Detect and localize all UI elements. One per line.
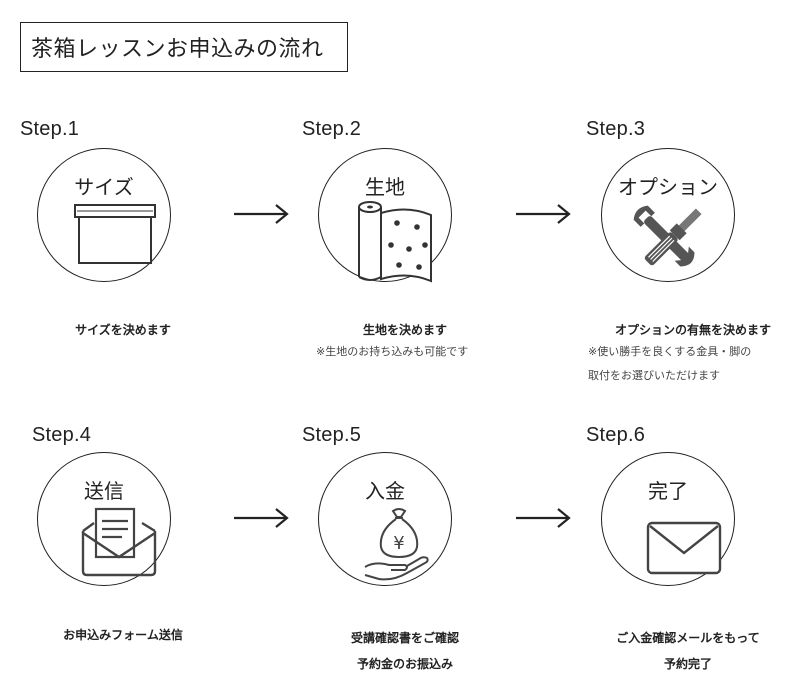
step-6-name: 完了 xyxy=(648,479,688,503)
arrow-right-icon xyxy=(234,204,289,224)
step-2-note: ※生地のお持ち込みも可能です xyxy=(316,345,469,358)
step-2-name: 生地 xyxy=(365,175,405,199)
step-3-label: Step.3 xyxy=(586,118,646,140)
step-5-caption-line-1: 受講確認書をご確認 xyxy=(350,631,459,645)
step-6-caption-line-2: 予約完了 xyxy=(663,657,712,671)
fabric-roll-icon xyxy=(358,201,432,283)
tools-icon xyxy=(633,205,702,267)
step-6-circle: 完了 xyxy=(601,452,735,586)
page-title-text: 茶箱レッスンお申込みの流れ xyxy=(31,37,324,62)
step-2-label: Step.2 xyxy=(302,118,362,140)
step-1-label: Step.1 xyxy=(20,118,80,140)
step-5-name: 入金 xyxy=(365,479,405,503)
money-bag-icon: ¥ xyxy=(364,508,429,581)
page-title: 茶箱レッスンお申込みの流れ xyxy=(20,22,348,72)
step-6-caption-line-1: ご入金確認メールをもって xyxy=(616,631,760,645)
envelope-letter-icon xyxy=(81,507,157,577)
step-4-circle: 送信 xyxy=(37,452,171,586)
step-1-name: サイズ xyxy=(74,175,134,199)
step-2-circle: 生地 xyxy=(318,148,452,283)
step-3-caption: オプションの有無を決めます xyxy=(614,323,771,337)
svg-text:¥: ¥ xyxy=(393,533,404,554)
step-1-caption: サイズを決めます xyxy=(75,323,171,337)
step-3-note-line-2: 取付をお選びいただけます xyxy=(588,369,720,382)
step-4-label: Step.4 xyxy=(32,424,92,446)
arrow-right-icon xyxy=(234,508,289,528)
step-3-circle: オプション xyxy=(601,148,735,282)
step-3-name: オプション xyxy=(618,175,718,199)
step-5-caption-line-2: 予約金のお振込み xyxy=(356,657,453,671)
step-1-circle: サイズ xyxy=(37,148,171,282)
step-4-name: 送信 xyxy=(84,479,124,503)
step-4-caption: お申込みフォーム送信 xyxy=(63,628,183,642)
box-icon xyxy=(74,204,156,264)
step-5-circle: 入金 ¥ xyxy=(318,452,452,586)
step-2-caption: 生地を決めます xyxy=(362,323,447,337)
step-5-label: Step.5 xyxy=(302,424,362,446)
mail-icon xyxy=(646,521,722,575)
step-6-label: Step.6 xyxy=(586,424,646,446)
arrow-right-icon xyxy=(516,204,571,224)
step-3-note-line-1: ※使い勝手を良くする金具・脚の xyxy=(588,345,752,358)
arrow-right-icon xyxy=(516,508,571,528)
